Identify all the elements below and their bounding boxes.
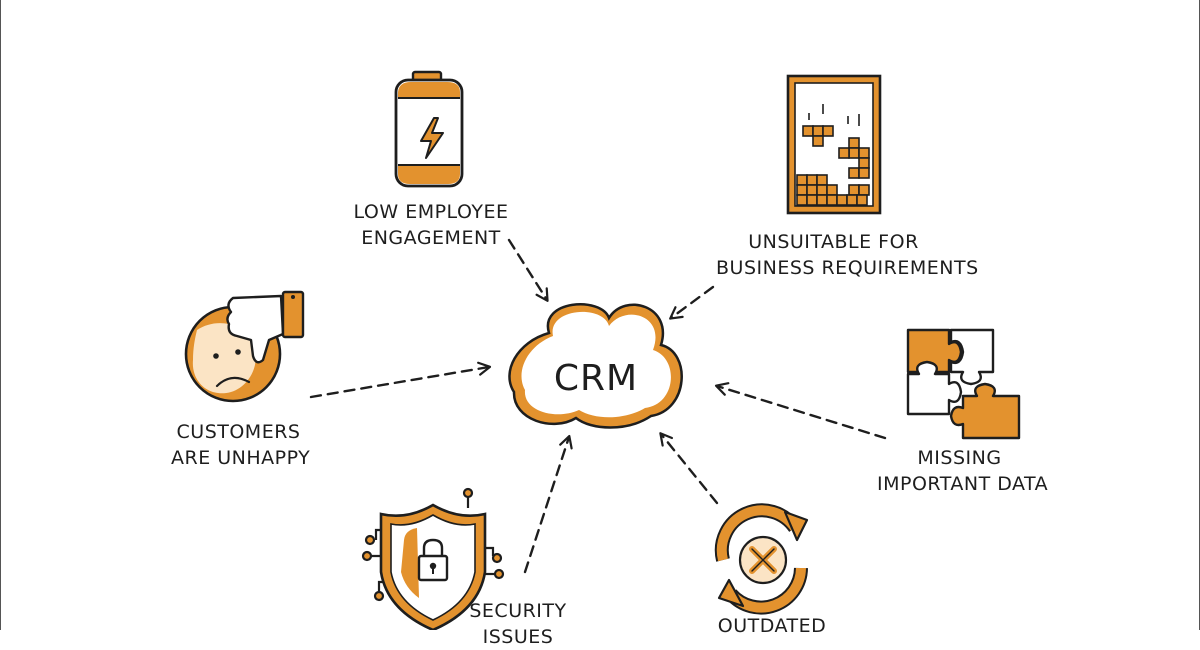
low-engagement-line1: Low Employee <box>353 201 509 223</box>
arrow-customers <box>309 361 492 399</box>
low-engagement-label: Low Employee Engagement <box>351 199 511 251</box>
customers-line2: are unhappy <box>171 447 311 469</box>
low-engagement-line2: Engagement <box>361 227 501 249</box>
security-line1: Security <box>469 600 567 622</box>
missing-data-label: Missing Important Data <box>877 445 1049 497</box>
shield-lock-icon <box>361 487 505 630</box>
arrow-low-engagement <box>507 238 549 302</box>
arrow-security <box>523 434 573 574</box>
crm-label: CRM <box>553 358 639 399</box>
arrow-missing-data <box>714 382 887 440</box>
tetris-icon <box>786 74 882 215</box>
arrows <box>309 238 887 574</box>
security-line2: Issues <box>482 626 554 648</box>
outdated-line1: Outdated <box>717 615 827 637</box>
missing-data-line1: Missing <box>917 447 1002 469</box>
unsuitable-label: Unsuitable for Business Requirements <box>716 229 979 281</box>
diagram-art <box>184 70 1021 630</box>
unsuitable-line2: Business Requirements <box>716 257 979 279</box>
sad-thumbs-down-icon <box>184 290 305 403</box>
customers-line1: Customers <box>176 421 301 443</box>
unsuitable-line1: Unsuitable for <box>748 231 919 253</box>
outdated-label: Outdated <box>717 613 827 639</box>
arrow-unsuitable <box>669 285 715 320</box>
missing-data-line2: Important Data <box>877 473 1049 495</box>
battery-icon <box>394 70 464 188</box>
puzzle-icon <box>906 328 1021 440</box>
outdated-sync-icon <box>714 503 809 615</box>
security-label: Security Issues <box>463 598 573 650</box>
arrow-outdated <box>659 432 719 505</box>
customers-label: Customers are unhappy <box>171 419 311 471</box>
crm-cloud-icon <box>508 303 683 429</box>
